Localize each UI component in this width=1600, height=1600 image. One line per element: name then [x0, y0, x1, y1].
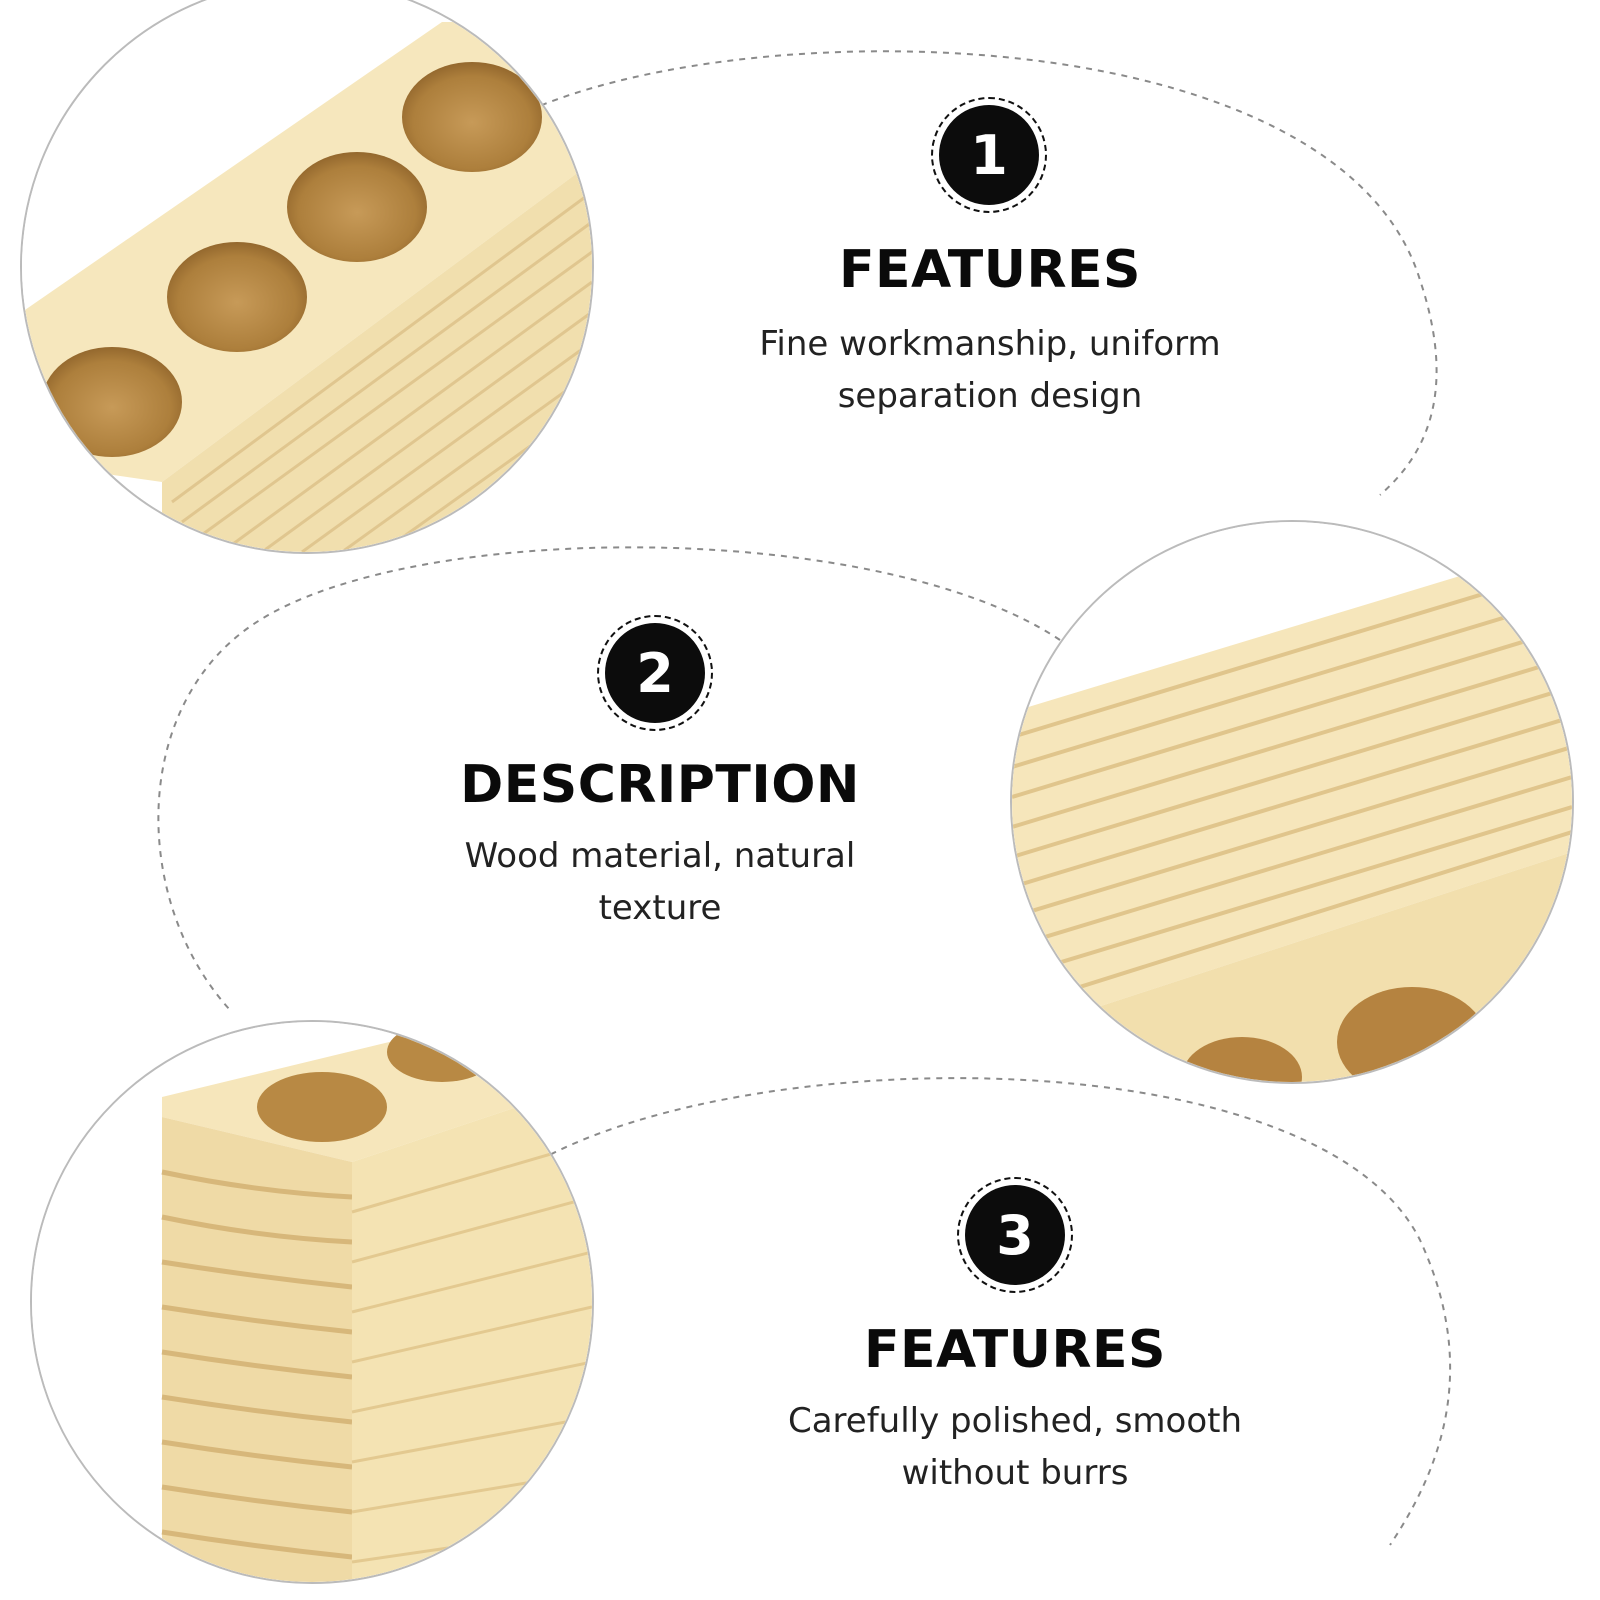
connector-top — [529, 50, 1438, 496]
section-1-line-2: separation design — [837, 376, 1143, 416]
section-1-title: FEATURES — [839, 240, 1141, 300]
badge-ring-1 — [931, 97, 1047, 213]
section-3-description: Carefully polished, smooth without burrs — [720, 1395, 1310, 1499]
badge-ring-2 — [597, 615, 713, 731]
section-3-title: FEATURES — [864, 1320, 1166, 1380]
badge-ring-3 — [957, 1177, 1073, 1293]
section-2-line-2: texture — [598, 888, 722, 928]
wood-block-end-image — [32, 1022, 592, 1582]
section-1-line-1: Fine workmanship, uniform — [759, 324, 1221, 364]
section-2-title: DESCRIPTION — [460, 755, 860, 815]
product-photo-top — [20, 0, 594, 554]
section-2-description: Wood material, natural texture — [380, 830, 940, 934]
product-photo-middle — [1010, 520, 1574, 1084]
number-badge-3: 3 — [965, 1185, 1065, 1285]
section-3-line-2: without burrs — [901, 1453, 1129, 1493]
badge-number-3: 3 — [996, 1203, 1034, 1267]
number-badge-2: 2 — [605, 623, 705, 723]
wood-block-holes-image — [22, 0, 592, 552]
product-photo-bottom — [30, 1020, 594, 1584]
connector-bottom — [539, 1077, 1452, 1546]
badge-number-2: 2 — [636, 641, 674, 705]
connector-middle — [157, 546, 1061, 1011]
number-badge-1: 1 — [939, 105, 1039, 205]
badge-number-1: 1 — [970, 123, 1008, 187]
section-1-description: Fine workmanship, uniform separation des… — [700, 318, 1280, 422]
section-2-line-1: Wood material, natural — [464, 836, 856, 876]
section-3-line-1: Carefully polished, smooth — [787, 1401, 1243, 1441]
wood-grain-surface-image — [1012, 522, 1572, 1082]
